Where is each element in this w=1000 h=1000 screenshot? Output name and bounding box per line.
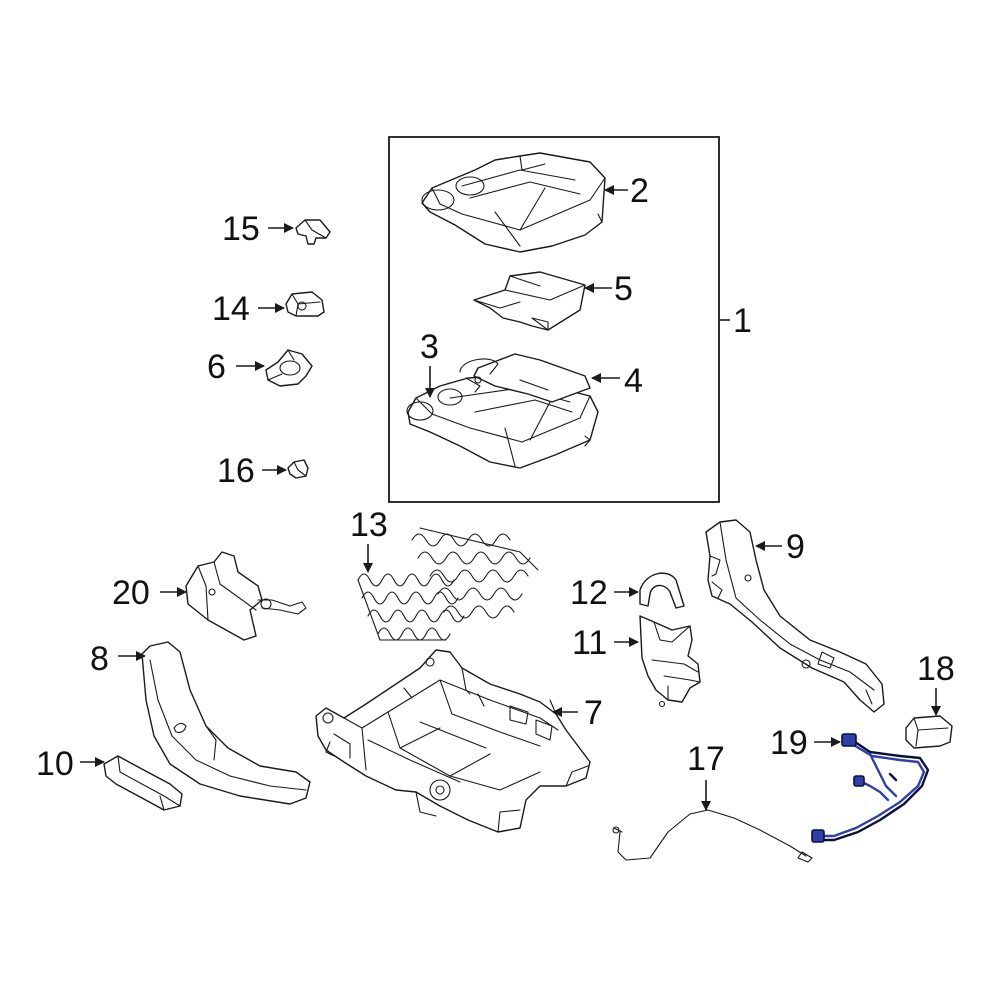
callout-10[interactable]: 10 — [36, 745, 74, 783]
part-6-bezel[interactable] — [265, 349, 313, 387]
callout-14[interactable]: 14 — [212, 290, 250, 328]
callout-3[interactable]: 3 — [420, 328, 439, 366]
part-4-heater-element[interactable] — [459, 353, 591, 403]
part-20-recliner-cover[interactable] — [185, 551, 307, 641]
part-13-seat-springs[interactable] — [357, 527, 539, 641]
callout-2[interactable]: 2 — [630, 172, 649, 210]
callout-16[interactable]: 16 — [217, 452, 255, 490]
part-18-control-module[interactable] — [905, 715, 953, 749]
callout-5[interactable]: 5 — [614, 270, 633, 308]
part-12-cover[interactable] — [639, 572, 685, 609]
callout-7[interactable]: 7 — [584, 694, 603, 732]
callout-12[interactable]: 12 — [570, 574, 608, 612]
part-8-side-shield[interactable] — [141, 641, 311, 805]
part-5-heater-pad[interactable] — [473, 271, 586, 331]
callout-11[interactable]: 11 — [572, 624, 607, 662]
part-9-outer-shield[interactable] — [705, 519, 885, 713]
part-19-wire-harness[interactable] — [811, 733, 930, 843]
part-11-bracket-cover[interactable] — [639, 615, 701, 708]
part-7-seat-track[interactable] — [315, 649, 591, 833]
callout-17[interactable]: 17 — [687, 740, 725, 778]
callout-9[interactable]: 9 — [786, 528, 805, 566]
callout-4[interactable]: 4 — [624, 362, 643, 400]
callout-1[interactable]: 1 — [733, 302, 752, 340]
callout-8[interactable]: 8 — [90, 640, 109, 678]
callout-15[interactable]: 15 — [222, 210, 260, 248]
part-16-clip[interactable] — [287, 459, 309, 479]
part-2-cushion-cover[interactable] — [421, 152, 606, 253]
callout-19[interactable]: 19 — [770, 724, 808, 762]
callout-13[interactable]: 13 — [350, 506, 388, 544]
part-10-knob-cover[interactable] — [103, 755, 183, 811]
part-17-release-cable[interactable] — [612, 809, 813, 863]
part-15-clip[interactable] — [295, 219, 331, 245]
callout-20[interactable]: 20 — [112, 574, 150, 612]
callout-18[interactable]: 18 — [917, 650, 955, 688]
callout-6[interactable]: 6 — [207, 348, 226, 386]
part-14-bracket[interactable] — [285, 291, 325, 317]
